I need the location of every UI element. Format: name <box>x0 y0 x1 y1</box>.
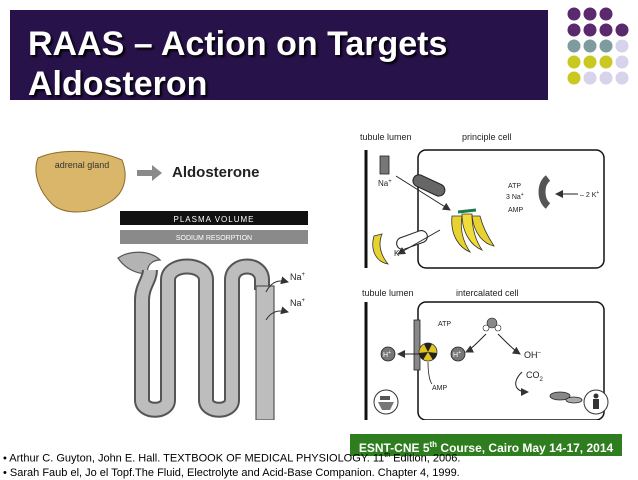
plasma-volume-bar <box>120 211 308 225</box>
gland-label: adrenal gland <box>55 160 110 170</box>
radiation-icon <box>418 342 438 362</box>
sodium-resorption-label: SODIUM RESORPTION <box>176 235 252 242</box>
na-label-2: Na+ <box>290 298 306 308</box>
title-line-2: Aldosteron <box>28 65 208 103</box>
title-line-1: RAAS – Action on Targets <box>28 25 448 63</box>
intercalated-lumen-label: tubule lumen <box>362 288 414 298</box>
person-icon <box>583 389 609 415</box>
adrenal-gland: adrenal gland <box>35 151 126 213</box>
intercalated-h-right: H+ <box>453 350 461 359</box>
decor-dot <box>583 7 597 21</box>
decor-dot <box>599 7 613 21</box>
banana-bunch-icon <box>451 208 495 253</box>
reference-1: • Arthur C. Guyton, John E. Hall. TEXTBO… <box>3 452 461 465</box>
decor-dot <box>567 55 581 69</box>
intercalated-h-left: H+ <box>383 350 391 359</box>
decorative-dot-grid <box>567 7 629 85</box>
principle-2k-label: –2 K+ <box>580 190 599 199</box>
principle-cell-panel: tubule lumen principle cell Na+ ATP 3 Na… <box>360 132 605 269</box>
banner-text-2: Course, Cairo May 14-17, 2014 <box>437 441 614 455</box>
decor-dot <box>567 39 581 53</box>
title-bar: RAAS – Action on Targets Aldosteron <box>10 10 548 103</box>
principle-atp-label: ATP <box>508 183 521 190</box>
carrier-icon <box>549 391 583 404</box>
principle-na-label: Na+ <box>378 179 392 188</box>
decor-dot <box>567 23 581 37</box>
principle-lumen-label: tubule lumen <box>360 132 412 142</box>
slide-title: RAAS – Action on Targets Aldosteron <box>28 24 447 104</box>
intercalated-amp-label: AMP <box>432 385 448 392</box>
intercalated-oh-label: OH– <box>524 350 542 360</box>
course-banner: ESNT-CNE 5th Course, Cairo May 14-17, 20… <box>350 434 622 456</box>
banner-text-1: ESNT-CNE 5 <box>358 441 430 455</box>
references: • Arthur C. Guyton, John E. Hall. TEXTBO… <box>3 449 603 480</box>
decor-dot <box>599 39 613 53</box>
h-ion-right-icon <box>450 346 466 362</box>
decor-dot <box>567 7 581 21</box>
decor-dot <box>615 23 629 37</box>
principle-3na-label: 3 Na+ <box>506 192 524 201</box>
intercalated-cell-label: intercalated cell <box>456 288 519 298</box>
decor-dot <box>583 71 597 85</box>
na-label-1: Na+ <box>290 272 306 282</box>
nephron-tubule <box>117 251 275 420</box>
decor-dot <box>583 39 597 53</box>
h-ion-left-icon <box>380 346 396 362</box>
banner-sup: th <box>429 440 438 449</box>
na-arrow-1 <box>265 276 289 293</box>
decor-dot <box>583 55 597 69</box>
decor-dot <box>615 71 629 85</box>
intercalated-atp-label: ATP <box>438 321 451 328</box>
decor-dot <box>567 71 581 85</box>
diagram-area: adrenal gland Aldosterone PLASMA VOLUME … <box>35 132 609 420</box>
decor-dot <box>583 23 597 37</box>
toilet-icon <box>373 389 399 415</box>
plasma-volume-label: PLASMA VOLUME <box>173 215 254 224</box>
principle-cell-label: principle cell <box>462 132 512 142</box>
decor-dot <box>615 55 629 69</box>
intercalated-cell-panel: tubule lumen intercalated cell ATP H+ H+… <box>362 288 609 420</box>
aldosterone-label: Aldosterone <box>172 164 260 181</box>
na-arrow-2 <box>265 306 289 321</box>
water-molecule-icon <box>482 317 502 332</box>
intercalated-co2-label: CO2 <box>526 370 544 383</box>
principle-k-label: K+ <box>394 249 403 258</box>
decor-dot <box>615 39 629 53</box>
reference-2: • Sarah Faub el, Jo el Topf.The Fluid, E… <box>3 466 460 479</box>
gland-to-hormone-arrow <box>137 165 162 181</box>
sodium-resorption-bar <box>120 230 308 244</box>
decor-dot <box>599 23 613 37</box>
decor-dot <box>599 71 613 85</box>
decor-dot <box>599 55 613 69</box>
principle-amp-label: AMP <box>508 207 524 214</box>
banana-icon <box>372 233 389 265</box>
